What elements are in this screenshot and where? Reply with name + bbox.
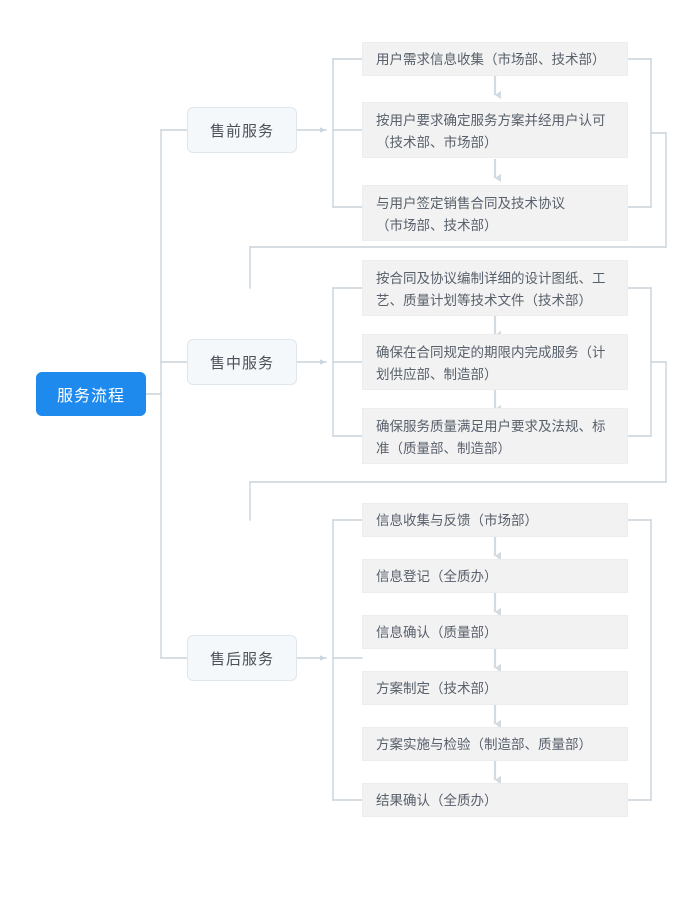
process-box-midsale-2-line1: 确保在合同规定的期限内完成服务（计 xyxy=(376,345,606,361)
process-box-midsale-3-line2: 准（质量部、制造部） xyxy=(376,441,511,457)
root-node-label: 服务流程 xyxy=(56,386,125,405)
process-box-aftersale-2[interactable]: 信息登记（全质办） xyxy=(362,559,628,593)
process-box-aftersale-5[interactable]: 方案实施与检验（制造部、质量部） xyxy=(362,727,628,761)
branch-node-aftersale[interactable]: 售后服务 xyxy=(187,635,297,681)
process-box-aftersale-6-line1: 结果确认（全质办） xyxy=(376,793,498,809)
process-box-aftersale-3[interactable]: 信息确认（质量部） xyxy=(362,615,628,649)
process-box-aftersale-3-line1: 信息确认（质量部） xyxy=(376,625,498,641)
process-box-midsale-1[interactable]: 按合同及协议编制详细的设计图纸、工 艺、质量计划等技术文件（技术部） xyxy=(362,260,628,316)
process-box-midsale-2-line2: 划供应部、制造部） xyxy=(376,367,498,383)
process-box-aftersale-1[interactable]: 信息收集与反馈（市场部） xyxy=(362,503,628,537)
branch-node-midsale-label: 售中服务 xyxy=(209,353,274,372)
branch-node-midsale[interactable]: 售中服务 xyxy=(187,339,297,385)
process-box-aftersale-6[interactable]: 结果确认（全质办） xyxy=(362,783,628,817)
process-box-presale-2[interactable]: 按用户要求确定服务方案并经用户认可 （技术部、市场部） xyxy=(362,102,628,158)
root-node[interactable]: 服务流程 xyxy=(36,372,146,416)
process-box-presale-1-line1: 用户需求信息收集（市场部、技术部） xyxy=(376,52,606,68)
branch-node-presale[interactable]: 售前服务 xyxy=(187,107,297,153)
process-box-midsale-1-line1: 按合同及协议编制详细的设计图纸、工 xyxy=(376,271,606,287)
process-box-presale-3-line2: （市场部、技术部） xyxy=(376,218,498,234)
process-box-presale-1[interactable]: 用户需求信息收集（市场部、技术部） xyxy=(362,42,628,76)
process-box-aftersale-5-line1: 方案实施与检验（制造部、质量部） xyxy=(376,737,592,753)
process-box-presale-3-line1: 与用户签定销售合同及技术协议 xyxy=(376,196,565,212)
process-box-presale-2-line2: （技术部、市场部） xyxy=(376,135,498,151)
process-box-midsale-2[interactable]: 确保在合同规定的期限内完成服务（计 划供应部、制造部） xyxy=(362,334,628,390)
process-box-presale-3[interactable]: 与用户签定销售合同及技术协议 （市场部、技术部） xyxy=(362,185,628,241)
branch-node-presale-label: 售前服务 xyxy=(209,121,274,140)
process-box-midsale-3[interactable]: 确保服务质量满足用户要求及法规、标 准（质量部、制造部） xyxy=(362,408,628,464)
process-box-aftersale-1-line1: 信息收集与反馈（市场部） xyxy=(376,513,538,529)
process-box-aftersale-2-line1: 信息登记（全质办） xyxy=(376,569,498,585)
process-box-presale-2-line1: 按用户要求确定服务方案并经用户认可 xyxy=(376,113,606,129)
branch-node-aftersale-label: 售后服务 xyxy=(209,649,274,668)
process-box-aftersale-4-line1: 方案制定（技术部） xyxy=(376,681,498,697)
process-box-midsale-1-line2: 艺、质量计划等技术文件（技术部） xyxy=(376,293,592,309)
process-box-midsale-3-line1: 确保服务质量满足用户要求及法规、标 xyxy=(376,419,606,435)
process-box-aftersale-4[interactable]: 方案制定（技术部） xyxy=(362,671,628,705)
